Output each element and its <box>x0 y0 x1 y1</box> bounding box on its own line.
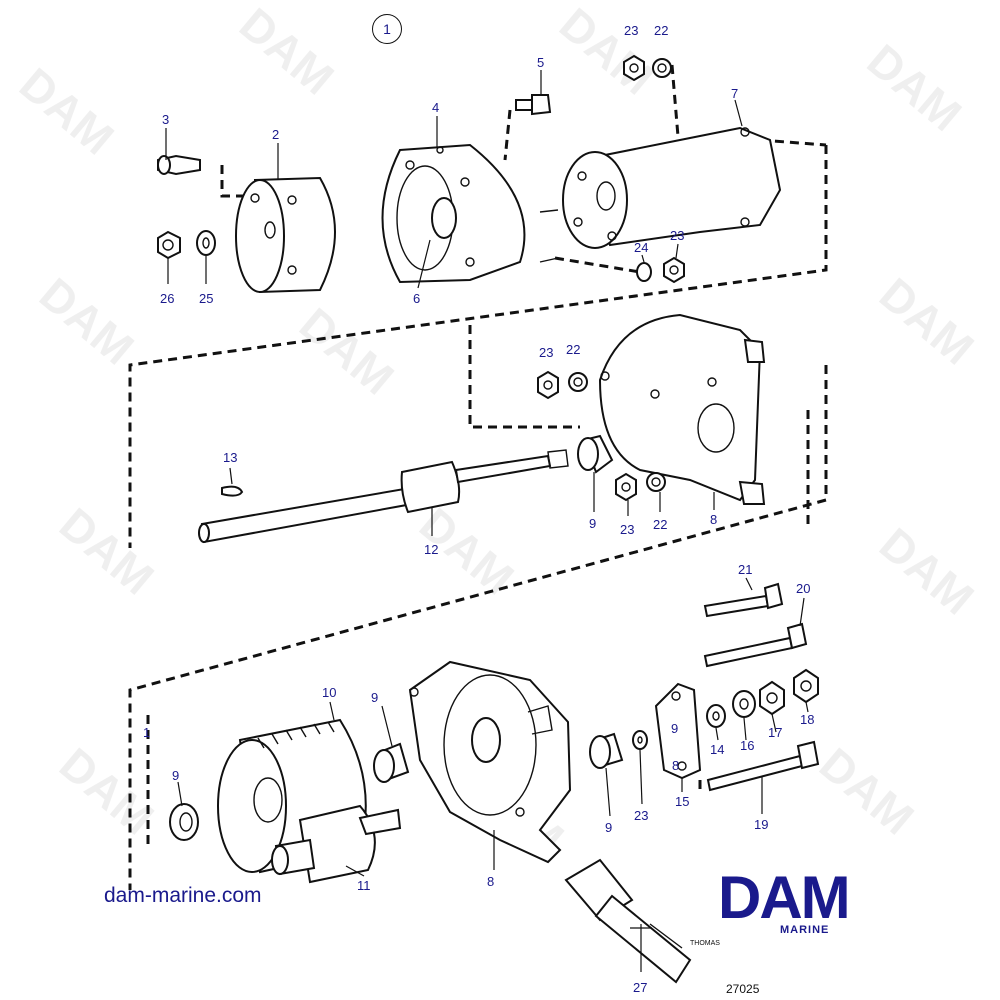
lockwasher-part-22-lower-middle <box>646 472 666 492</box>
svg-text:DAM: DAM <box>858 34 972 141</box>
callout-18: 18 <box>800 712 814 727</box>
logo-word: DAM <box>718 864 851 931</box>
logo-subtitle: MARINE <box>780 924 830 936</box>
callout-11: 11 <box>357 878 371 893</box>
callout-9-center: 9 <box>371 690 378 705</box>
callout-20: 20 <box>796 581 810 596</box>
dam-marine-logo: DAM MARINE <box>718 864 894 937</box>
assembly-number-badge: 1 <box>372 14 402 44</box>
svg-text:DAM: DAM <box>50 497 164 604</box>
callout-12: 12 <box>424 542 438 557</box>
callout-25: 25 <box>199 291 213 306</box>
svg-text:DAM: DAM <box>290 297 404 404</box>
cover-part-2 <box>235 176 336 294</box>
leader-lines <box>165 70 809 972</box>
svg-text:DAM: DAM <box>10 57 124 164</box>
svg-text:DAM: DAM <box>870 517 984 624</box>
nut-part-26 <box>157 230 181 260</box>
callout-23-right: 23 <box>670 228 684 243</box>
svg-text:DAM: DAM <box>550 0 664 105</box>
callout-22-top: 22 <box>654 23 668 38</box>
callout-9-plate: 9 <box>671 721 678 736</box>
callout-15: 15 <box>675 794 689 809</box>
bolt-part-20 <box>703 622 808 668</box>
nut-part-18 <box>793 668 819 704</box>
callout-4: 4 <box>432 100 439 115</box>
bushing-part-9-right <box>589 732 624 769</box>
drawing-number: 27025 <box>726 982 760 996</box>
callout-2: 2 <box>272 127 279 142</box>
plate-part-15 <box>654 682 702 780</box>
lockwasher-part-22-top <box>652 58 672 78</box>
callout-24: 24 <box>634 240 648 255</box>
bushing-part-9-left <box>169 803 199 841</box>
callout-23-middle: 23 <box>539 345 553 360</box>
bolt-part-19 <box>706 740 820 792</box>
bushing-part-9-center <box>373 742 410 783</box>
callout-1: 1 <box>143 725 150 740</box>
callout-13: 13 <box>223 450 237 465</box>
callout-9-middle: 9 <box>589 516 596 531</box>
callout-16: 16 <box>740 738 754 753</box>
callout-8-plate: 8 <box>672 758 679 773</box>
callout-19: 19 <box>754 817 768 832</box>
washer-part-23-bottom <box>632 730 648 750</box>
washer-part-25 <box>196 230 216 256</box>
svg-text:DAM: DAM <box>810 737 924 844</box>
bushing-part-9-middle <box>577 434 614 474</box>
shaft-part-12 <box>198 449 569 544</box>
pump-body-part-7 <box>539 126 782 263</box>
callout-7: 7 <box>731 86 738 101</box>
callout-23-top: 23 <box>624 23 638 38</box>
callout-27: 27 <box>633 980 647 995</box>
callout-14: 14 <box>710 742 724 757</box>
svg-text:DAM: DAM <box>870 267 984 374</box>
nut-part-23-top <box>623 54 645 82</box>
svg-text:DAM: DAM <box>230 0 344 105</box>
callout-6: 6 <box>413 291 420 306</box>
callout-23-bottom: 23 <box>634 808 648 823</box>
callout-23-lower-middle: 23 <box>620 522 634 537</box>
callout-10: 10 <box>322 685 336 700</box>
housing-part-4 <box>381 143 526 284</box>
callout-22-lower-middle: 22 <box>653 517 667 532</box>
screw-part-3 <box>157 154 201 176</box>
callout-26: 26 <box>160 291 174 306</box>
svg-text:THOMAS: THOMAS <box>690 940 720 947</box>
nut-part-23-right <box>663 256 685 284</box>
lockwasher-part-22-middle <box>568 372 588 392</box>
nut-part-17 <box>759 680 785 716</box>
callout-8-middle: 8 <box>710 512 717 527</box>
callout-17: 17 <box>768 725 782 740</box>
callout-numbers: 2 3 4 5 6 7 23 22 24 23 26 25 23 22 13 1… <box>143 23 814 995</box>
bolt-part-21 <box>703 582 784 618</box>
callout-5: 5 <box>537 55 544 70</box>
nut-part-23-lower-middle <box>615 472 637 502</box>
callout-9-right: 9 <box>605 820 612 835</box>
callout-9-left: 9 <box>172 768 179 783</box>
washer-part-24 <box>636 262 652 282</box>
callout-22-middle: 22 <box>566 342 580 357</box>
callout-8-bottom: 8 <box>487 874 494 889</box>
callout-3: 3 <box>162 112 169 127</box>
washer-part-16 <box>732 690 756 718</box>
bolt-part-5 <box>515 94 552 116</box>
svg-text:DAM: DAM <box>30 267 144 374</box>
callout-21: 21 <box>738 562 752 577</box>
key-part-13 <box>221 485 244 497</box>
drive-gear-part-11 <box>271 804 402 884</box>
drive-shaft-part-27: THOMAS <box>564 858 720 984</box>
nut-part-23-middle <box>537 370 559 400</box>
washer-part-14 <box>706 704 726 728</box>
website-link[interactable]: dam-marine.com <box>104 884 262 907</box>
pump-housing-part-8-bottom <box>408 660 572 864</box>
gear-cover-part-8-middle <box>598 313 766 505</box>
assembly-number: 1 <box>383 21 391 37</box>
